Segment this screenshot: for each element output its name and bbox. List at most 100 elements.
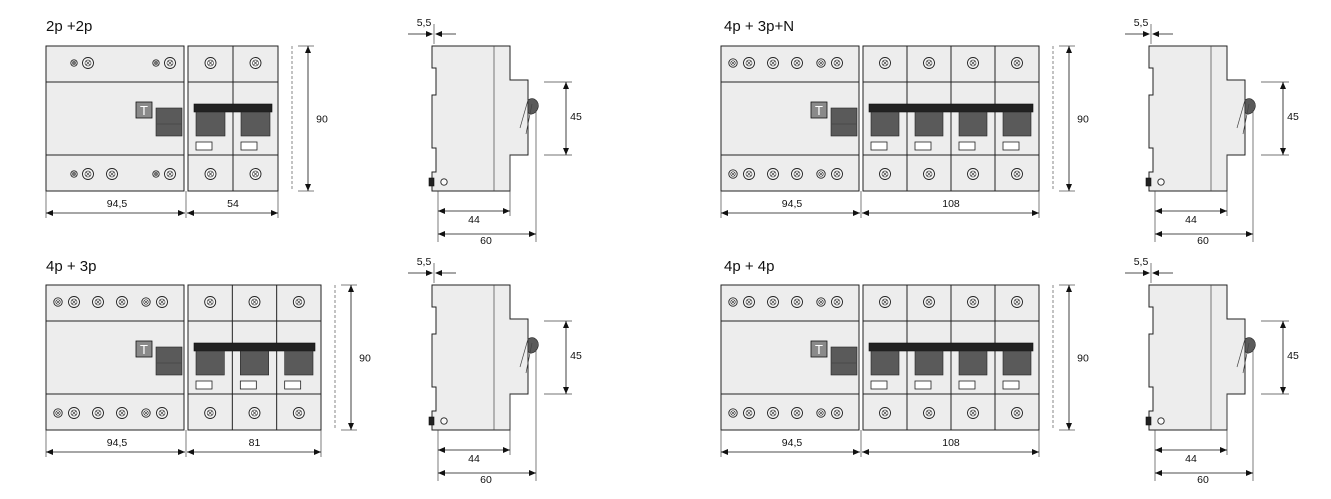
indicator-window <box>870 141 888 151</box>
rcd-width-label: 94,5 <box>782 198 803 210</box>
indicator-window <box>240 141 258 151</box>
arrow-head <box>187 449 194 455</box>
cable-terminal <box>527 337 539 354</box>
arrow-head <box>1155 470 1162 476</box>
arrow-head <box>1032 449 1039 455</box>
test-button <box>810 101 828 119</box>
cable-terminal <box>1244 98 1256 115</box>
variant-title: 2p +2p <box>46 18 92 35</box>
mounting-screw <box>440 417 448 425</box>
mcb-handle <box>958 111 988 137</box>
rail-height-label: 45 <box>570 111 582 123</box>
mcb-width-label: 108 <box>942 437 960 449</box>
housing-profile <box>431 45 529 192</box>
mcb-handle <box>195 350 225 376</box>
depth-total-label: 60 <box>1197 235 1209 247</box>
arrow-head <box>46 449 53 455</box>
mounting-screw <box>1157 178 1165 186</box>
mcb-handle <box>240 111 271 137</box>
mcb-handle <box>284 350 314 376</box>
arrow-head <box>1280 321 1286 328</box>
arrow-head <box>1280 387 1286 394</box>
rail-clip <box>1145 177 1152 187</box>
rail-clip <box>428 177 435 187</box>
arrow-head <box>438 231 445 237</box>
height-label: 90 <box>316 114 328 126</box>
arrow-head <box>563 387 569 394</box>
arrow-head <box>1032 210 1039 216</box>
arrow-head <box>178 449 185 455</box>
mcb-width-label: 81 <box>249 437 261 449</box>
toggle-bar <box>868 342 1034 352</box>
rail-height-label: 45 <box>570 350 582 362</box>
arrow-head <box>721 210 728 216</box>
test-button-label: T <box>815 103 823 118</box>
rail-height-label: 45 <box>1287 350 1299 362</box>
arrow-head <box>721 449 728 455</box>
height-label: 90 <box>1077 353 1089 365</box>
arrow-head <box>438 470 445 476</box>
depth-total-label: 60 <box>1197 474 1209 486</box>
cable-terminal <box>1244 337 1256 354</box>
arrow-head <box>563 321 569 328</box>
cable-terminal <box>527 98 539 115</box>
rail-clip <box>428 416 435 426</box>
rcd-lever <box>155 346 183 376</box>
arrow-head <box>1066 423 1072 430</box>
test-button-label: T <box>815 342 823 357</box>
depth-total-label: 60 <box>480 235 492 247</box>
mcb-handle <box>1002 350 1032 376</box>
height-label: 90 <box>1077 114 1089 126</box>
offset-label: 5,5 <box>1134 17 1149 29</box>
arrow-head <box>314 449 321 455</box>
rail-height-label: 45 <box>1287 111 1299 123</box>
rcd-lever <box>830 107 858 137</box>
test-button <box>135 340 153 358</box>
arrow-head <box>853 210 860 216</box>
offset-label: 5,5 <box>1134 256 1149 268</box>
indicator-window <box>284 380 302 390</box>
arrow-head <box>1280 148 1286 155</box>
rcd-lever <box>830 346 858 376</box>
arrow-head <box>563 148 569 155</box>
arrow-head <box>1220 447 1227 453</box>
arrow-head <box>503 447 510 453</box>
offset-label: 5,5 <box>417 17 432 29</box>
variant-title: 4p + 4p <box>724 258 774 275</box>
arrow-head <box>1066 285 1072 292</box>
mcb-handle <box>914 111 944 137</box>
indicator-window <box>958 141 976 151</box>
toggle-bar <box>868 103 1034 113</box>
arrow-head <box>438 447 445 453</box>
housing-profile <box>1148 45 1246 192</box>
indicator-window <box>1002 380 1020 390</box>
arrow-head <box>1066 184 1072 191</box>
arrow-head <box>563 82 569 89</box>
arrow-head <box>1066 46 1072 53</box>
indicator-window <box>914 380 932 390</box>
arrow-head <box>305 184 311 191</box>
height-label: 90 <box>359 353 371 365</box>
rcd-lever <box>155 107 183 137</box>
toggle-bar <box>193 342 316 352</box>
arrow-head <box>1155 447 1162 453</box>
mounting-screw <box>1157 417 1165 425</box>
rail-clip <box>1145 416 1152 426</box>
indicator-window <box>914 141 932 151</box>
arrow-head <box>1246 231 1253 237</box>
housing-profile <box>1148 284 1246 431</box>
mcb-handle <box>240 350 269 376</box>
arrow-head <box>853 449 860 455</box>
offset-label: 5,5 <box>417 256 432 268</box>
arrow-head <box>305 46 311 53</box>
variant-title: 4p + 3p+N <box>724 18 794 35</box>
arrow-head <box>438 208 445 214</box>
arrow-head <box>503 208 510 214</box>
